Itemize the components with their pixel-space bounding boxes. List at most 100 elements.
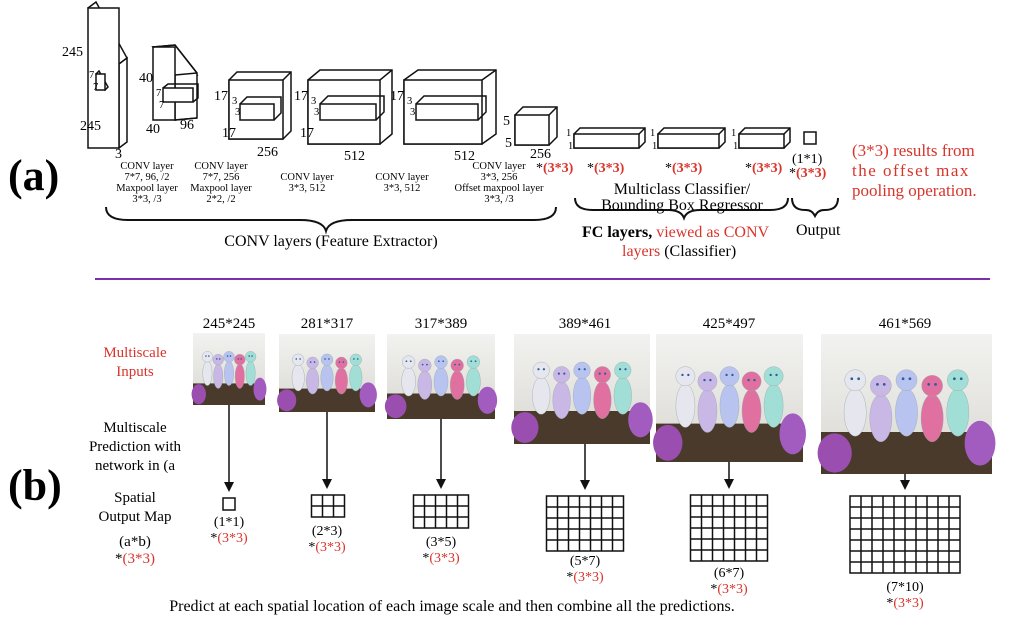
fc3-dim-h: 1 [731, 128, 736, 139]
scale-size-label: 425*497 [703, 316, 756, 332]
conv2-kernel-w: 3 [235, 107, 240, 118]
conv1-width: 40 [146, 122, 160, 137]
grid-size-label: (7*10) [886, 580, 924, 595]
scale-size-label: 281*317 [301, 316, 354, 332]
input-kernel-h: 7 [89, 70, 94, 81]
layer2-line3: Maxpool layer [190, 183, 252, 194]
conv4-height: 17 [390, 89, 404, 104]
row-pred-line2: Prediction with [89, 439, 182, 455]
scale-column: 317*389 (3*5)*(3*3) [384, 316, 498, 566]
input-width: 245 [80, 119, 101, 134]
conv3-depth: 512 [344, 149, 365, 164]
panel-a-label: (a) [8, 151, 59, 200]
mult-output: *(3*3) [789, 166, 827, 181]
scale-columns: 245*245(1*1)*(3*3)281*317(2*3)*(3*3)317*… [191, 316, 996, 611]
mult-conv5: *(3*3) [536, 161, 574, 176]
conv2-kernel-h: 3 [232, 96, 237, 107]
mult-fc3: *(3*3) [745, 161, 783, 176]
fc2-dim-w: 1 [652, 141, 657, 152]
conv3-height: 17 [294, 89, 308, 104]
conv4-kernel-w: 3 [410, 107, 415, 118]
row-spatial-line1: Spatial [114, 490, 156, 506]
fc1-dim-w: 1 [568, 141, 573, 152]
grid-multiplier: *(3*3) [308, 540, 346, 555]
layer3-line2: 3*3, 512 [289, 183, 326, 194]
offset-note: (3*3) results from the offset max poolin… [852, 141, 977, 200]
output-size: (1*1) [792, 152, 823, 167]
input-depth: 3 [115, 147, 122, 162]
scale-size-label: 317*389 [415, 316, 468, 332]
conv1-kernel-h: 7 [156, 88, 161, 99]
conv5-depth: 256 [530, 147, 551, 162]
scale-size-label: 389*461 [559, 316, 612, 332]
grid-size-label: (5*7) [570, 554, 601, 569]
row-inputs-line2: Inputs [116, 364, 154, 380]
conv3-kernel-h: 3 [311, 96, 316, 107]
layer3-line1: CONV layer [280, 172, 334, 183]
scale-column: 461*569(7*10)*(3*3) [817, 316, 996, 611]
fc-title-line1: Multiclass Classifier/ [614, 181, 751, 198]
layer5-line4: 3*3, /3 [484, 194, 513, 205]
fc-brace [574, 197, 789, 221]
conv5-width: 5 [505, 136, 512, 151]
layer5-line2: 3*3, 256 [481, 172, 518, 183]
fc-block-1 [573, 127, 646, 149]
layer4-line1: CONV layer [375, 172, 429, 183]
row-inputs-line1: Multiscale [103, 345, 167, 361]
conv-group-label: CONV layers (Feature Extractor) [224, 233, 437, 250]
fc1-dim-h: 1 [566, 128, 571, 139]
fc-title-line2: Bounding Box Regressor [601, 197, 763, 214]
scale-column: 281*317 (2*3)*(3*3) [277, 316, 377, 555]
layer1-line1: CONV layer [120, 161, 174, 172]
spatial-output-grid [310, 494, 346, 518]
scale-size-label: 245*245 [203, 316, 256, 332]
layer5-line1: CONV layer [472, 161, 526, 172]
mult-fc1: *(3*3) [587, 161, 625, 176]
spatial-output-grid [849, 495, 961, 574]
output-brace [791, 197, 839, 219]
fc2-dim-h: 1 [650, 128, 655, 139]
input-kernel-w: 7 [93, 82, 98, 93]
grid-size-label: (3*5) [426, 535, 457, 550]
row-ab: (a*b) [119, 534, 151, 550]
conv1-height: 40 [139, 71, 153, 86]
scale-size-label: 461*569 [879, 316, 932, 332]
conv3-kernel-w: 3 [314, 107, 319, 118]
fc-block-2 [657, 127, 726, 149]
fc-block-3 [738, 127, 791, 149]
output-cell [803, 131, 817, 145]
grid-multiplier: *(3*3) [422, 551, 460, 566]
conv4-depth: 512 [454, 149, 475, 164]
grid-size-label: (6*7) [714, 566, 745, 581]
conv5-volume [514, 106, 558, 146]
scale-column: 425*497(6*7)*(3*3) [653, 316, 806, 597]
row-labels: Multiscale Inputs Multiscale Prediction … [89, 345, 182, 567]
kitten-image [653, 334, 806, 462]
note-line2: the offset max [852, 161, 970, 180]
layer4-line2: 3*3, 512 [384, 183, 421, 194]
conv1-depth: 96 [180, 118, 194, 133]
grid-size-label: (2*3) [312, 524, 343, 539]
scale-column: 245*245(1*1)*(3*3) [191, 316, 267, 546]
kitten-image [817, 334, 996, 474]
spatial-output-grid [689, 494, 769, 562]
caption: Predict at each spatial location of each… [169, 598, 735, 615]
fc3-dim-w: 1 [733, 141, 738, 152]
layer2-line1: CONV layer [194, 161, 248, 172]
note-line3: pooling operation. [852, 181, 977, 200]
layer5-line3: Offset maxpool layer [454, 183, 544, 194]
spatial-output-grid [222, 497, 236, 511]
layer2-line2: 7*7, 256 [203, 172, 240, 183]
grid-size-label: (1*1) [214, 515, 245, 530]
conv-brace [105, 206, 557, 235]
panel-b-label: (b) [8, 461, 62, 510]
scale-column: 389*461 (5*7)*(3*3) [511, 316, 653, 585]
input-volume [87, 0, 128, 150]
note-line1: (3*3) results from [852, 141, 975, 160]
input-height: 245 [62, 45, 83, 60]
layer2-line4: 2*2, /2 [206, 194, 235, 205]
fc-label: FC layers, viewed as CONV [582, 224, 770, 241]
grid-multiplier: *(3*3) [566, 570, 604, 585]
layer-descriptions: CONV layer 7*7, 96, /2 Maxpool layer 3*3… [116, 161, 544, 205]
